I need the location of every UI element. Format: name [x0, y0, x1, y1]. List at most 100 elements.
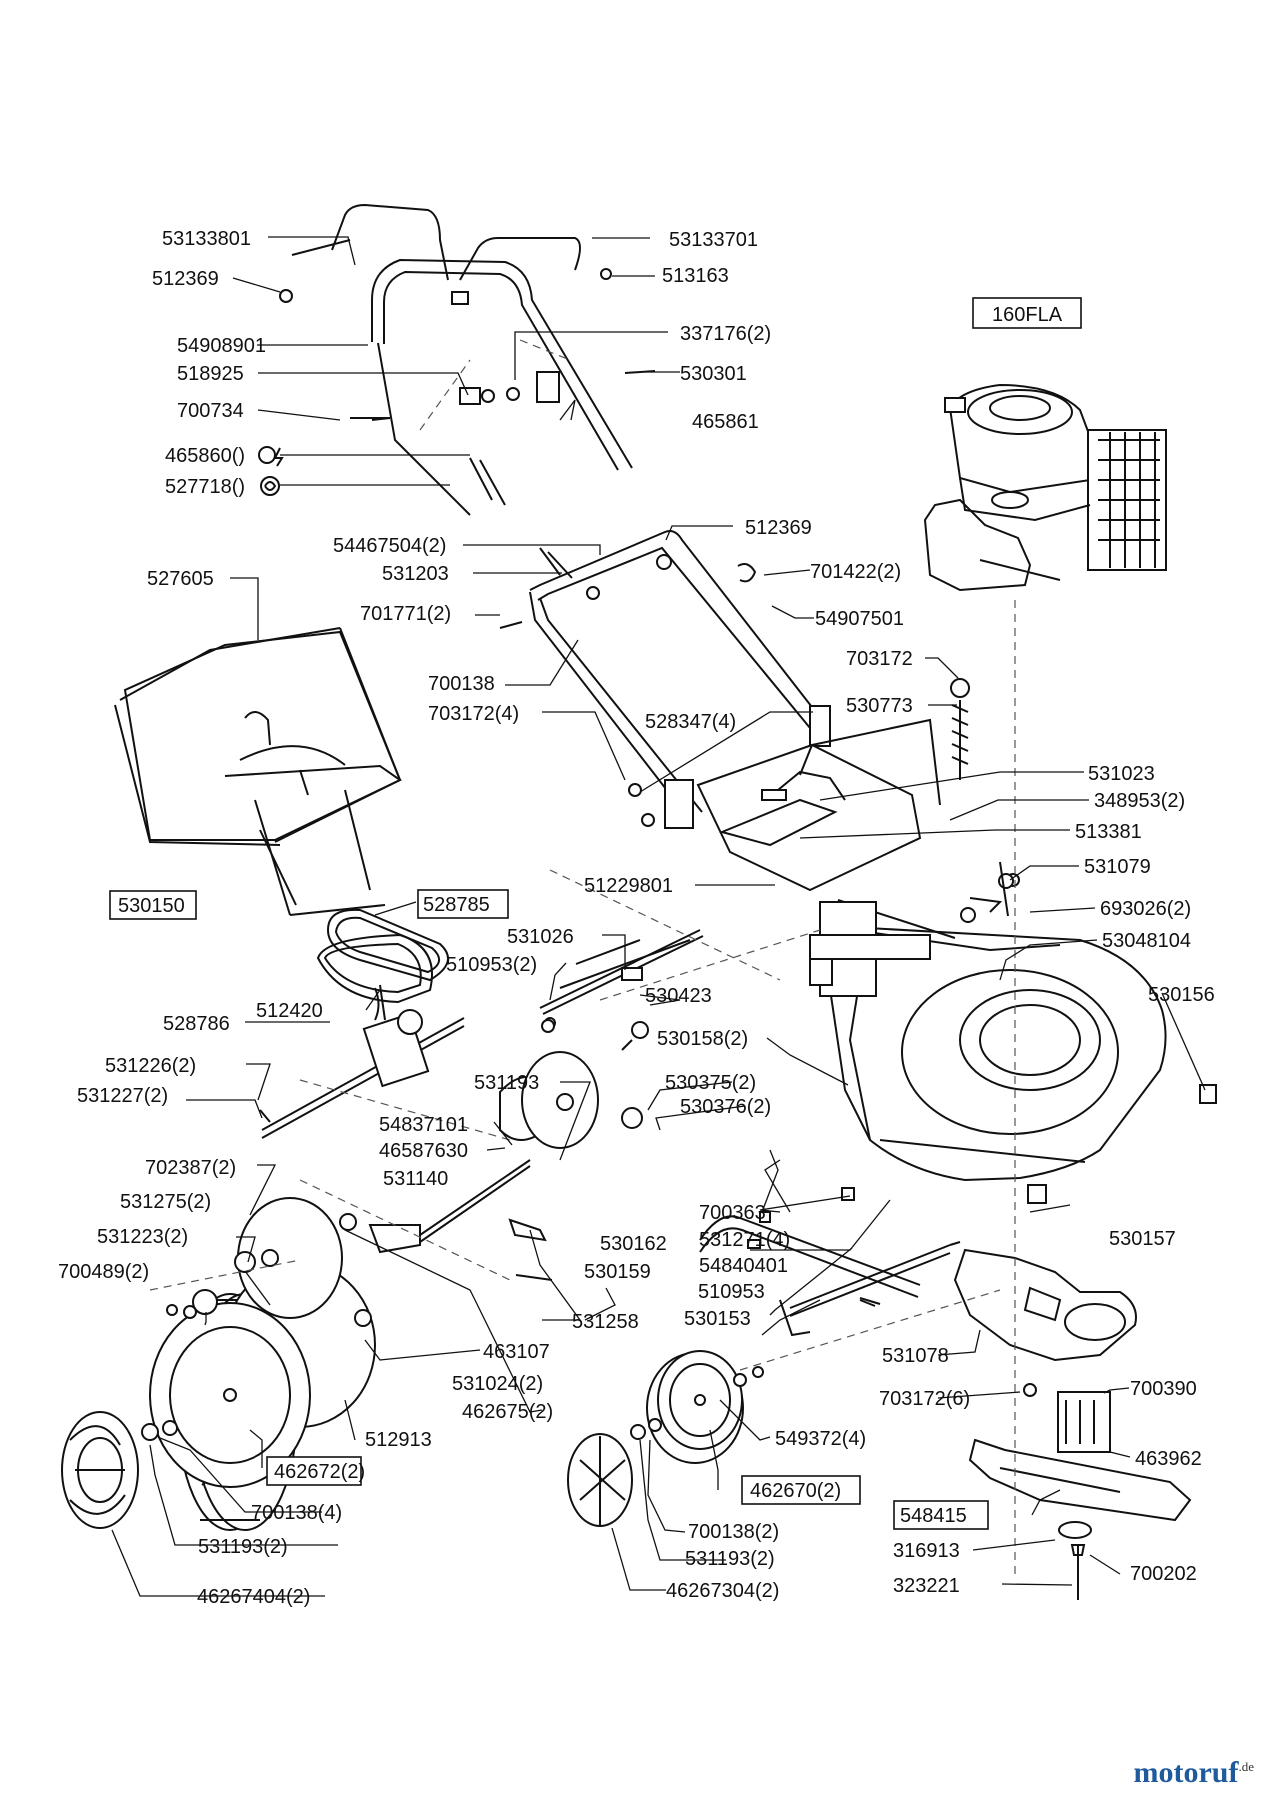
label-531203: 531203	[382, 563, 449, 585]
label-54907501: 54907501	[815, 608, 904, 630]
box-462670	[741, 1475, 861, 1505]
watermark-logo: motoruf.de	[1133, 1756, 1254, 1790]
front-axle-drawing	[699, 1187, 961, 1337]
label-337176: 337176(2)	[680, 323, 771, 345]
label-513381: 513381	[1075, 821, 1142, 843]
engine-drawing	[923, 383, 1167, 592]
lower-handle-drawing	[499, 530, 831, 829]
label-46587630: 46587630	[379, 1140, 468, 1162]
label-693026: 693026(2)	[1100, 898, 1191, 920]
mulch-insert-drawing	[953, 1248, 1137, 1362]
box-548415	[893, 1500, 989, 1530]
label-530158: 530158(2)	[657, 1028, 748, 1050]
label-531193-2-left: 531193(2)	[198, 1536, 288, 1558]
label-51229801: 51229801	[584, 875, 673, 897]
label-465861: 465861	[692, 411, 759, 433]
label-531271: 531271(4)	[699, 1229, 790, 1251]
label-531227: 531227(2)	[77, 1085, 168, 1107]
label-530153: 530153	[684, 1308, 751, 1330]
label-54840401: 54840401	[699, 1255, 788, 1277]
label-530162: 530162	[600, 1233, 667, 1255]
label-527718: 527718()	[165, 476, 245, 498]
label-549372: 549372(4)	[775, 1428, 866, 1450]
label-531140: 531140	[383, 1168, 448, 1190]
label-510953-2: 510953(2)	[446, 954, 537, 976]
label-348953: 348953(2)	[1094, 790, 1185, 812]
label-528347: 528347(4)	[645, 711, 736, 733]
label-528786: 528786	[163, 1013, 230, 1035]
box-160fla	[972, 297, 1082, 329]
label-513163: 513163	[662, 265, 729, 287]
label-531078: 531078	[882, 1345, 949, 1367]
label-531193: 531193	[474, 1072, 539, 1094]
label-463107: 463107	[483, 1341, 550, 1363]
label-530301: 530301	[680, 363, 747, 385]
front-wheel-drawing	[567, 1350, 764, 1527]
label-510953: 510953	[698, 1281, 765, 1303]
label-512369-top: 512369	[152, 268, 219, 290]
label-700390: 700390	[1130, 1378, 1197, 1400]
label-531223: 531223(2)	[97, 1226, 188, 1248]
label-465860: 465860()	[165, 445, 245, 467]
watermark-suffix: .de	[1238, 1759, 1254, 1774]
label-54467504: 54467504(2)	[333, 535, 446, 557]
label-530159: 530159	[584, 1261, 651, 1283]
label-530157: 530157	[1109, 1228, 1176, 1250]
label-701771: 701771(2)	[360, 603, 451, 625]
label-530156: 530156	[1148, 984, 1215, 1006]
label-700489: 700489(2)	[58, 1261, 149, 1283]
leader-lines	[111, 236, 1206, 1597]
deck-drawing	[809, 873, 1217, 1204]
box-530150	[109, 890, 197, 920]
label-531079: 531079	[1084, 856, 1151, 878]
label-boxes	[109, 297, 1082, 1530]
label-700138-2: 700138(2)	[688, 1521, 779, 1543]
label-700734: 700734	[177, 400, 244, 422]
label-518925: 518925	[177, 363, 244, 385]
box-462672	[266, 1456, 362, 1486]
label-530423: 530423	[645, 985, 712, 1007]
label-703172: 703172	[846, 648, 913, 670]
label-531275: 531275(2)	[120, 1191, 211, 1213]
label-531023: 531023	[1088, 763, 1155, 785]
label-530150: 530150	[118, 895, 185, 917]
label-323221: 323221	[893, 1575, 960, 1597]
part-labels: 53133801 53133701 512369 513163 54908901…	[58, 228, 1215, 1608]
label-548415: 548415	[900, 1505, 967, 1527]
watermark-text: motoruf	[1133, 1756, 1239, 1789]
label-528785: 528785	[423, 894, 490, 916]
label-160fla: 160FLA	[992, 304, 1063, 326]
label-703172-4: 703172(4)	[428, 703, 519, 725]
label-700363: 700363	[699, 1202, 766, 1224]
assembly-guides	[149, 339, 1016, 1580]
label-531026: 531026	[507, 926, 574, 948]
label-700138-4: 700138(4)	[251, 1502, 342, 1524]
label-700138: 700138	[428, 673, 495, 695]
label-462670: 462670(2)	[750, 1480, 841, 1502]
label-463962: 463962	[1135, 1448, 1202, 1470]
label-512420: 512420	[256, 1000, 323, 1022]
label-702387: 702387(2)	[145, 1157, 236, 1179]
label-316913: 316913	[893, 1540, 960, 1562]
label-701422: 701422(2)	[810, 561, 901, 583]
label-531193-2-right: 531193(2)	[685, 1548, 775, 1570]
label-46267404: 46267404(2)	[197, 1586, 310, 1608]
choke-symbol-icon	[258, 446, 284, 467]
blade-drawing	[968, 1383, 1192, 1600]
throttle-symbol-icon	[260, 476, 280, 496]
label-530376: 530376(2)	[680, 1096, 771, 1118]
grass-bag-drawing	[114, 627, 402, 916]
label-46267304: 46267304(2)	[666, 1580, 779, 1602]
label-53048104: 53048104	[1102, 930, 1191, 952]
label-53133701: 53133701	[669, 229, 758, 251]
deflector-drawing	[696, 718, 941, 960]
hubcap-left-drawing	[61, 1411, 139, 1529]
label-54908901: 54908901	[177, 335, 266, 357]
label-512913: 512913	[365, 1429, 432, 1451]
label-700202: 700202	[1130, 1563, 1197, 1585]
label-54837101: 54837101	[379, 1114, 468, 1136]
label-530773: 530773	[846, 695, 913, 717]
label-512369-mid: 512369	[745, 517, 812, 539]
label-462672: 462672(2)	[274, 1461, 365, 1483]
